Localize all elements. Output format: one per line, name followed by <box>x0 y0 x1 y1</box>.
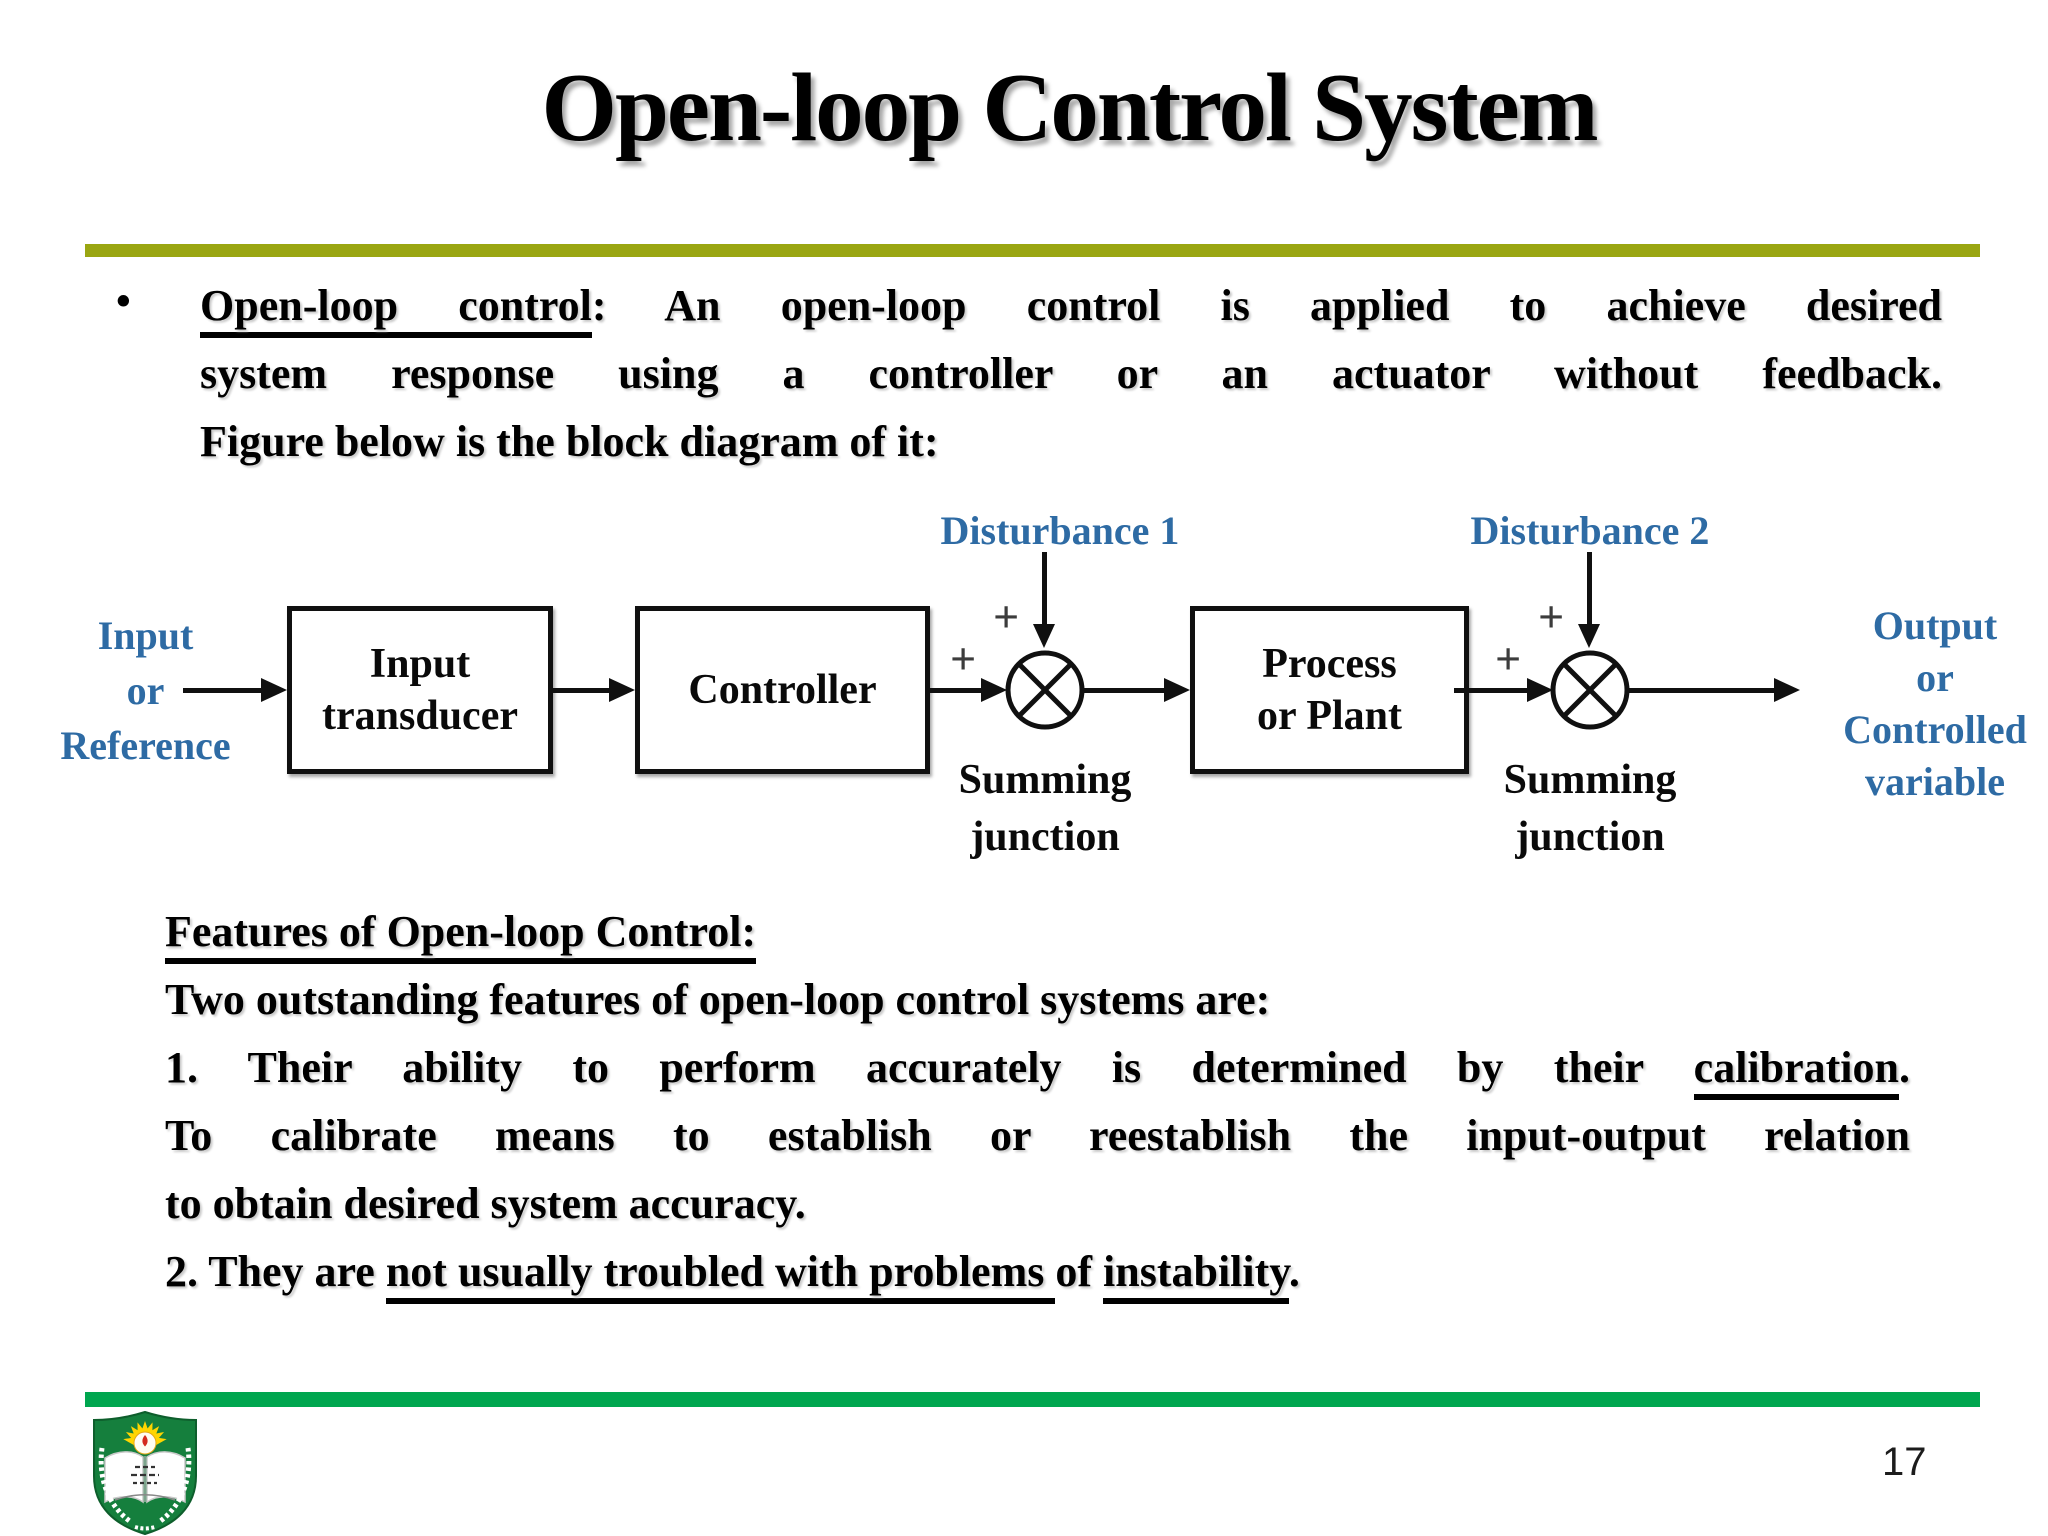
features-item1-line3: to obtain desired system accuracy. <box>165 1179 806 1228</box>
page-number: 17 <box>1882 1440 1927 1484</box>
title-divider-bar <box>85 244 1980 257</box>
arrow-input <box>183 688 267 693</box>
page-title: Open-loop Control System <box>541 54 1599 161</box>
arrow-disturbance1 <box>1042 552 1047 630</box>
intro-paragraph: Open-loop control: An open-loop control … <box>200 272 1942 476</box>
arrowhead-input <box>261 678 287 702</box>
university-crest-logo <box>93 1410 197 1536</box>
arrow-disturbance2 <box>1587 552 1592 630</box>
arrow-sum1-process <box>1082 688 1168 693</box>
disturbance1-label: Disturbance 1 <box>940 508 1180 553</box>
underlined-calibration: calibration <box>1693 1043 1899 1100</box>
arrowhead-transducer-controller <box>609 678 635 702</box>
arrow-output <box>1627 688 1778 693</box>
block-process-plant: Process or Plant <box>1190 606 1469 774</box>
underlined-instability: instability <box>1103 1247 1289 1304</box>
plus-sign-sum1-top: + <box>993 591 1020 642</box>
arrowhead-process-sum2 <box>1527 678 1553 702</box>
arrowhead-sum1-process <box>1164 678 1190 702</box>
features-item2: 2. They are not usually troubled with pr… <box>165 1238 1910 1306</box>
underlined-phrase: not usually troubled with problems <box>385 1247 1056 1304</box>
bullet-marker: • <box>116 279 131 325</box>
arrowhead-disturbance1 <box>1033 624 1055 648</box>
output-label: Output or Controlled variable <box>1843 603 2027 804</box>
features-item1-line2: To calibrate means to establish or reest… <box>165 1111 1910 1160</box>
arrow-process-sum2 <box>1454 688 1531 693</box>
block-controller: Controller <box>635 606 930 774</box>
summing-junction-2-symbol <box>1550 650 1630 730</box>
features-item1-line1: 1. Their ability to perform accurately i… <box>165 1034 1910 1102</box>
features-section: Features of Open-loop Control: Two outst… <box>165 898 1910 1306</box>
features-intro: Two outstanding features of open-loop co… <box>165 975 1271 1024</box>
features-heading: Features of Open-loop Control: <box>165 898 1910 966</box>
intro-line-2: system response using a controller or an… <box>200 349 1942 398</box>
block-input-transducer: Input transducer <box>287 606 553 774</box>
intro-line-3: Figure below is the block diagram of it: <box>200 417 939 466</box>
arrowhead-output <box>1774 678 1800 702</box>
arrow-controller-sum1 <box>925 688 983 693</box>
disturbance2-label: Disturbance 2 <box>1470 508 1710 553</box>
intro-line-1-rest: : An open-loop control is applied to ach… <box>591 281 1942 330</box>
plus-sign-sum2-left: + <box>1495 633 1522 684</box>
footer-divider-bar <box>85 1392 1980 1407</box>
arrowhead-controller-sum1 <box>981 678 1007 702</box>
arrowhead-disturbance2 <box>1578 624 1600 648</box>
plus-sign-sum1-left: + <box>950 633 977 684</box>
input-reference-label: Input or Reference <box>60 613 231 768</box>
underlined-term: Open-loop control <box>200 281 592 338</box>
intro-line-1: Open-loop control: An open-loop control … <box>200 272 1942 340</box>
plus-sign-sum2-top: + <box>1538 591 1565 642</box>
summing-junction-1-label: Summing junction <box>958 757 1132 860</box>
summing-junction-2-label: Summing junction <box>1503 757 1677 860</box>
summing-junction-1-symbol <box>1005 650 1085 730</box>
arrow-transducer-controller <box>548 688 613 693</box>
